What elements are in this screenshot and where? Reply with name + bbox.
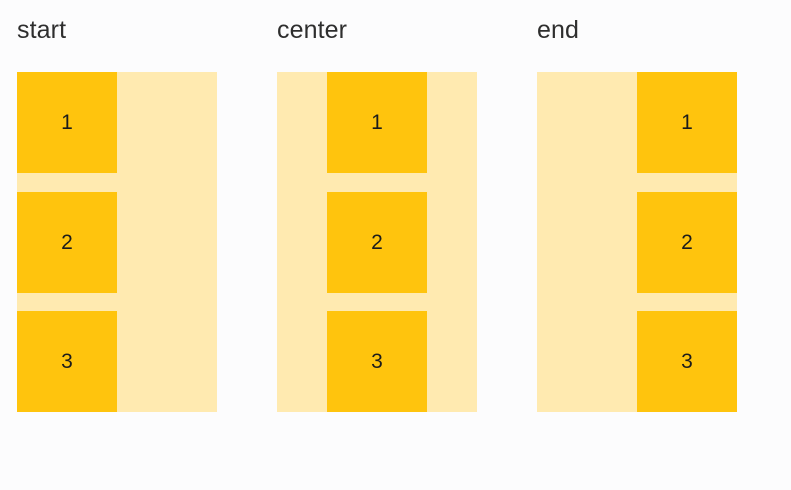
flex-item-label: 2 (371, 230, 383, 254)
flex-item: 2 (637, 191, 737, 293)
flex-item-label: 1 (61, 111, 73, 134)
flex-container-end: 1 2 3 (537, 72, 737, 412)
flex-item-label: 2 (61, 230, 73, 254)
align-demo-group-center: center 1 2 3 (277, 12, 477, 412)
flex-item-label: 3 (681, 350, 693, 373)
flex-item-label: 2 (681, 230, 693, 254)
flex-item-label: 3 (371, 350, 383, 373)
group-label-center: center (277, 16, 348, 44)
flex-item-label: 1 (681, 111, 693, 134)
flex-item: 1 (17, 72, 117, 173)
flex-item: 1 (637, 72, 737, 173)
align-demo-group-end: end 1 2 3 (537, 12, 737, 412)
group-label-end: end (537, 16, 580, 44)
align-demo-group-start: start 1 2 3 (17, 12, 217, 412)
flex-container-start: 1 2 3 (17, 72, 217, 412)
group-label-start: start (17, 16, 67, 44)
flex-item-label: 1 (371, 111, 383, 134)
flex-item: 1 (327, 72, 427, 173)
flex-item: 3 (17, 311, 117, 412)
flex-item: 3 (637, 311, 737, 412)
flex-item: 2 (17, 191, 117, 293)
flex-item: 3 (327, 311, 427, 412)
flex-item-label: 3 (61, 350, 73, 373)
flex-item: 2 (327, 191, 427, 293)
flex-container-center: 1 2 3 (277, 72, 477, 412)
